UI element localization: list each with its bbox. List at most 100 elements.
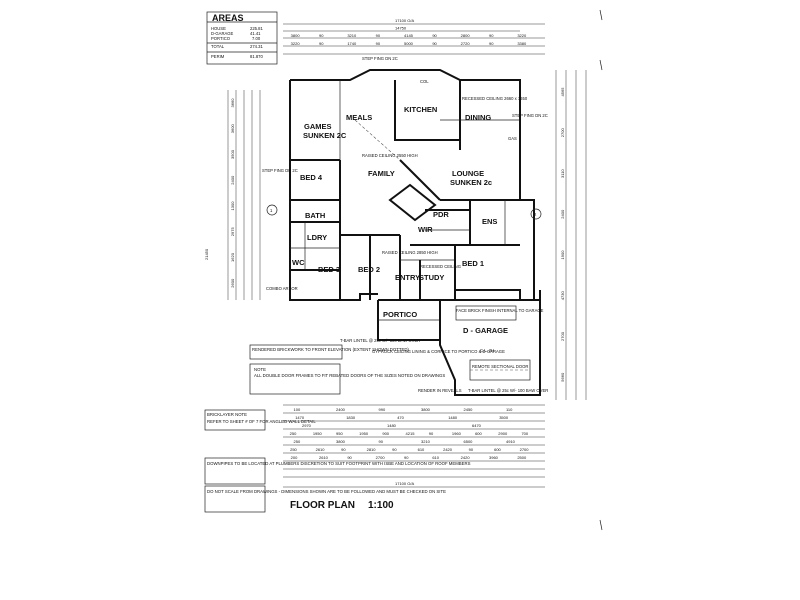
dimension-label: 1480: [448, 415, 458, 420]
gyprock-note: GYPROCK CEILING LINING & CORNICE TO PORT…: [372, 349, 505, 354]
dim-overall-top: 17100 O/A: [395, 18, 414, 23]
dimension-label: 4565: [560, 87, 565, 97]
note-heading: NOTE: [254, 367, 266, 372]
dimension-label: 610: [432, 455, 439, 460]
recessed-ceiling-study: RECESSED CEILING: [420, 264, 461, 269]
house-walls: [289, 69, 535, 301]
room-garage: D - GARAGE: [463, 326, 508, 335]
tbar-right-note: T-BAR LINTEL @ 25c W/- 100 BAW OVER: [468, 388, 548, 393]
dimension-label: 2900: [498, 431, 508, 436]
dimension-label: 110: [506, 407, 513, 412]
dimension-label: 4215: [406, 431, 416, 436]
room-kitchen: KITCHEN: [404, 105, 437, 114]
gas-label: GAS: [508, 136, 517, 141]
dimension-label: 3220: [291, 41, 301, 46]
dimension-label: 900: [382, 431, 389, 436]
areas-row-value: 7.00: [252, 36, 261, 41]
svg-text:1: 1: [270, 208, 273, 213]
dimension-label: 1960: [452, 431, 462, 436]
room-lounge: LOUNGE: [452, 169, 484, 178]
dimension-label: 90: [392, 447, 397, 452]
dimension-label: 2610: [316, 447, 326, 452]
dim-overall-left: 21450: [204, 248, 209, 260]
step-fing-right: STEP FING DN 2C: [512, 113, 548, 118]
areas-row-value: 274.31: [250, 44, 263, 49]
dimension-label: 600: [475, 431, 482, 436]
dimension-label: 2400: [336, 407, 346, 412]
dimension-label: 250: [294, 439, 301, 444]
room-entry: ENTRY: [395, 273, 420, 282]
room-lounge-sub: SUNKEN 2c: [450, 178, 492, 187]
dimension-label: 1480: [387, 423, 397, 428]
room-games: GAMES: [304, 122, 332, 131]
room-wc: WC: [292, 258, 305, 267]
col-label: COL: [420, 79, 429, 84]
dimension-label: 2400: [560, 209, 565, 219]
room-ldry: LDRY: [307, 233, 327, 242]
dimension-label: 4730: [560, 291, 565, 301]
dimension-label: 90: [319, 33, 324, 38]
dimension-label: 4910: [506, 439, 516, 444]
room-pdr: PDR: [433, 210, 449, 219]
dimension-label: 3600: [230, 124, 235, 134]
dimension-label: 2810: [367, 447, 377, 452]
dimension-label: 90: [489, 33, 494, 38]
room-wir: WIR: [418, 225, 433, 234]
areas-row-value: 81.870: [250, 54, 263, 59]
dimension-label: 2600: [230, 278, 235, 288]
dimension-label: 3220: [517, 33, 527, 38]
room-bed1: BED 1: [462, 259, 484, 268]
dimension-label: 3110: [560, 169, 565, 178]
dimension-label: 2720: [461, 41, 471, 46]
dimension-label: 2700: [560, 331, 565, 341]
dimension-label: 1900: [560, 250, 565, 260]
recessed-ceiling-dining: RECESSED CEILING 2660 x 1650: [462, 96, 528, 101]
floor-plan-scale: 1:100: [368, 500, 394, 511]
dimension-label: 3500: [230, 149, 235, 159]
render-reveals-note: RENDER IN REVEALS: [418, 388, 462, 393]
plan-annotations: STEP FING DN 2C STEP FING DN 2C STEP FIN…: [262, 56, 548, 393]
step-fing-tl: STEP FING DN 2C: [362, 56, 398, 61]
areas-row-label: PORTICO: [211, 36, 231, 41]
plan-title: FLOOR PLAN 1:100: [290, 500, 394, 511]
dimension-label: 90: [432, 41, 437, 46]
areas-row-label: TOTAL: [211, 44, 225, 49]
room-labels: GAMES SUNKEN 2C MEALS KITCHEN DINING FAM…: [292, 105, 508, 335]
room-bed3: BED 3: [318, 265, 340, 274]
areas-row-label: HOUSE: [211, 26, 226, 31]
dimension-label: 2610: [319, 455, 329, 460]
dimension-label: 2420: [461, 455, 471, 460]
areas-row-label: PERIM: [211, 54, 225, 59]
dimension-label: 3660: [230, 98, 235, 108]
room-portico: PORTICO: [383, 310, 417, 319]
dimension-label: 2700: [376, 455, 386, 460]
dimension-label: 3210: [421, 439, 431, 444]
step-fing-left: STEP FING DN 2C: [262, 168, 298, 173]
dimension-label: 1950: [313, 431, 323, 436]
dimension-label: 700: [521, 431, 528, 436]
room-bath: BATH: [305, 211, 325, 220]
dimension-label: 5660: [560, 372, 565, 382]
dimension-label: 90: [341, 447, 346, 452]
room-bed4: BED 4: [300, 173, 323, 182]
dimension-label: 2450: [464, 407, 474, 412]
dimension-label: 990: [379, 407, 386, 412]
dimension-label: 90: [347, 455, 352, 460]
right-margin-ticks: [599, 9, 603, 531]
portico-garage-walls: [377, 290, 541, 396]
floor-plan-title: FLOOR PLAN: [290, 500, 355, 511]
dimension-label: 200: [291, 455, 298, 460]
dimension-label: 1620: [230, 252, 235, 262]
room-study: STUDY: [419, 273, 444, 282]
dimension-label: 90: [376, 33, 381, 38]
dimension-label: 90: [319, 41, 324, 46]
tbar-left-note: T-BAR LINTEL @ 25c W/- 100 BAW OVER: [340, 338, 420, 343]
dimension-label: 610: [418, 447, 425, 452]
room-bed2: BED 2: [358, 265, 380, 274]
left-notes: RENDERED BRICKWORK TO FRONT ELEVATION (E…: [204, 344, 471, 513]
svg-text:2: 2: [534, 212, 537, 217]
dimension-label: 250: [290, 431, 297, 436]
